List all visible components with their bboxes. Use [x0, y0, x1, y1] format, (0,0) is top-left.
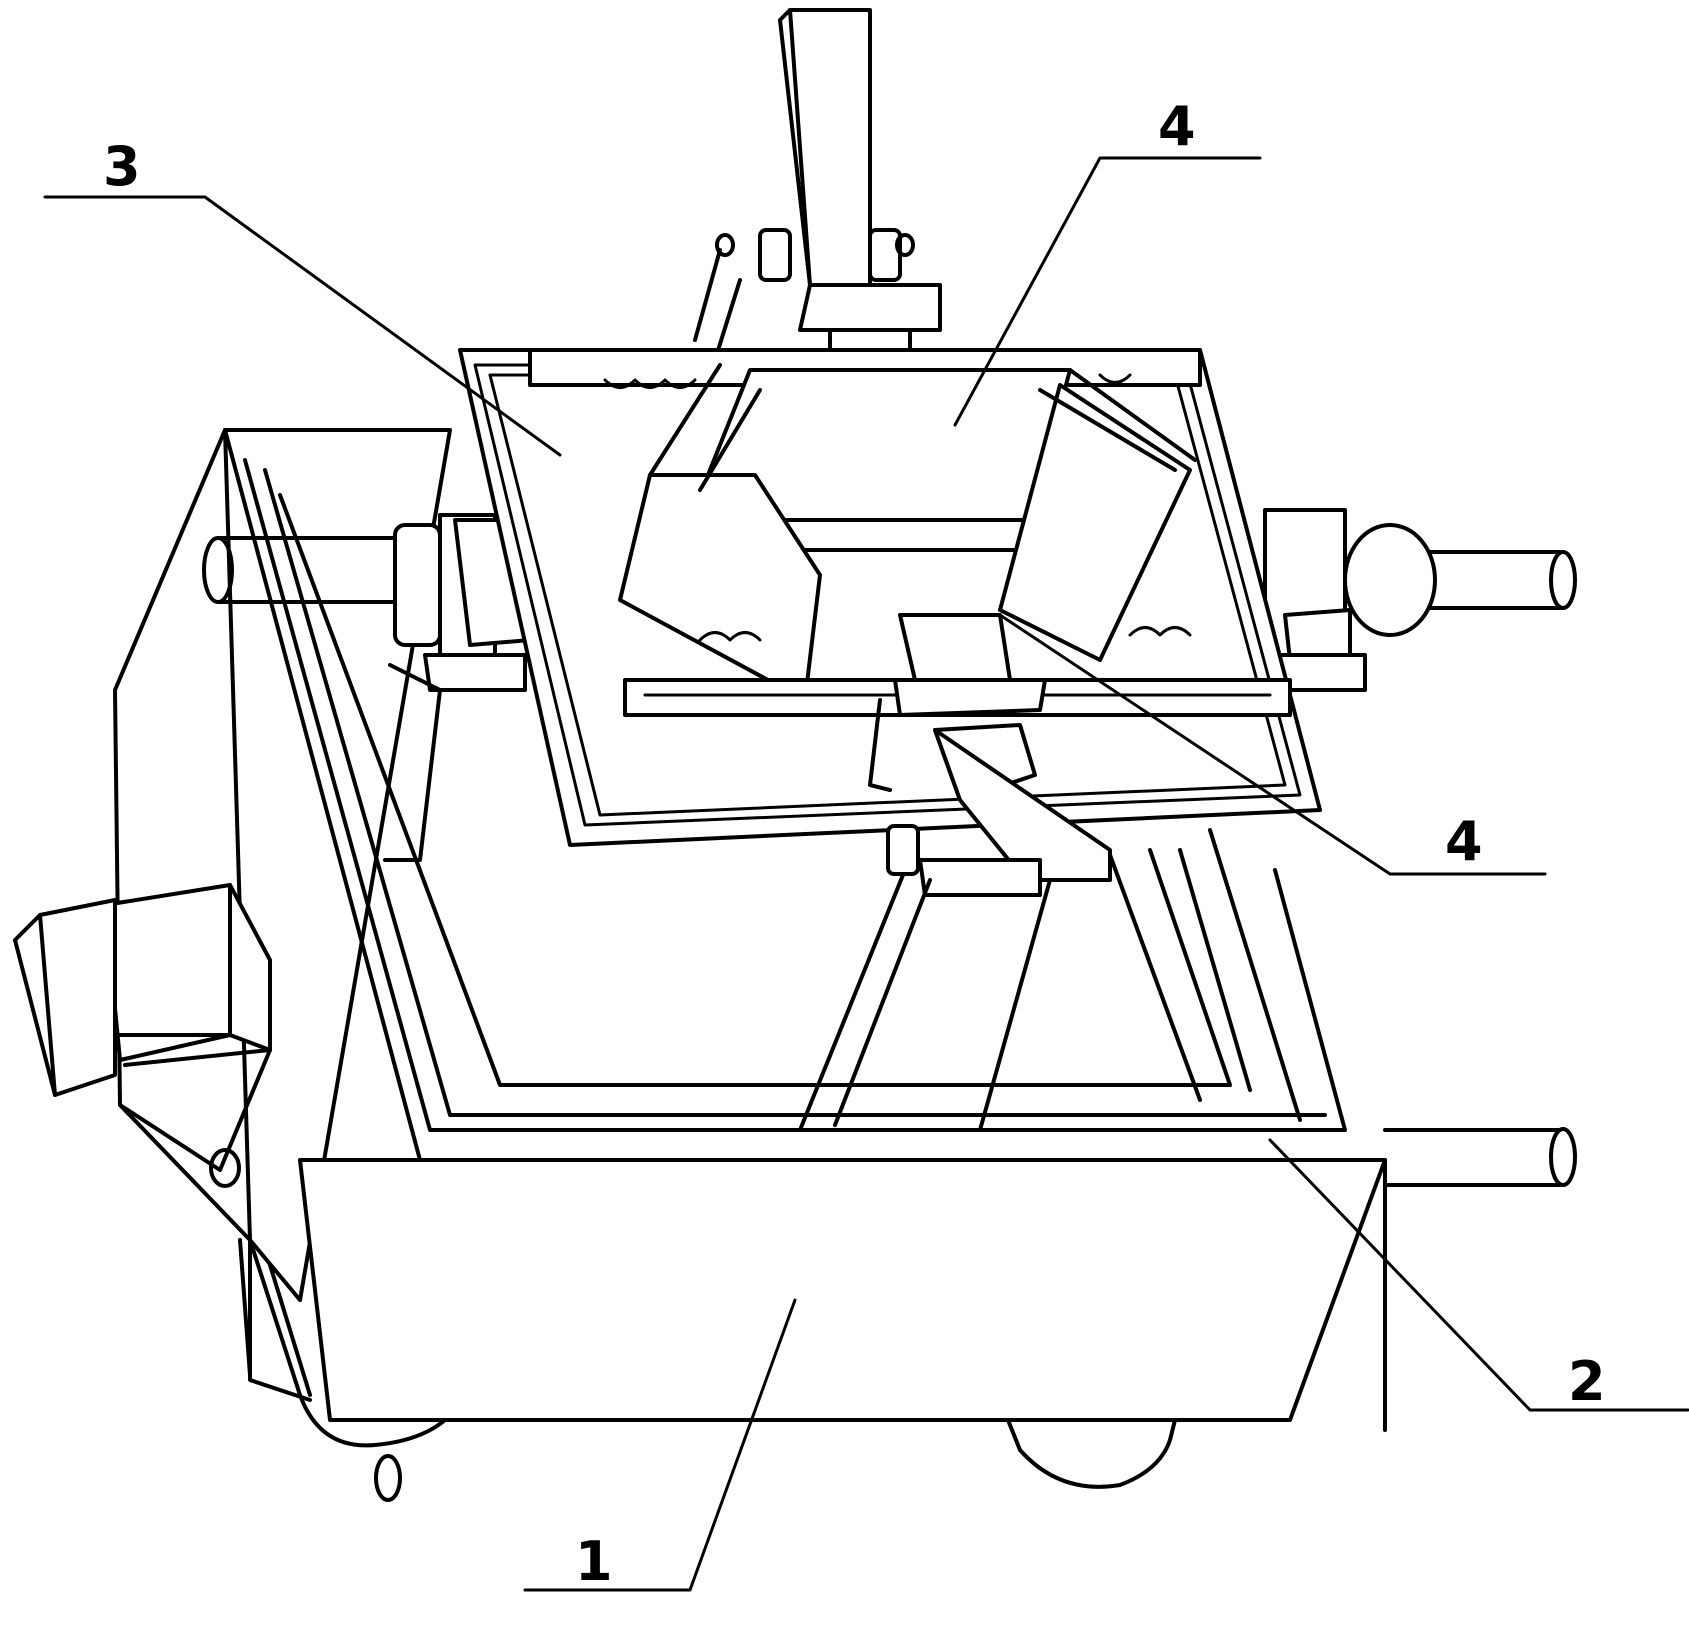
central-assembly [528, 348, 1292, 717]
label-3: 3 [103, 135, 141, 198]
part-labels: 3 4 4 2 1 [103, 95, 1606, 1593]
lower-lever [798, 613, 1112, 1132]
label-1: 1 [575, 1530, 613, 1593]
inner-frame [243, 458, 1577, 1187]
label-2: 2 [1568, 1350, 1606, 1413]
label-4-top: 4 [1158, 95, 1196, 158]
base-box [113, 428, 1387, 1432]
motor-block [13, 883, 272, 1188]
label-4-right: 4 [1445, 810, 1483, 873]
top-handle [693, 8, 942, 367]
right-shaft [1263, 508, 1577, 692]
leader-lines [43, 156, 1689, 1592]
